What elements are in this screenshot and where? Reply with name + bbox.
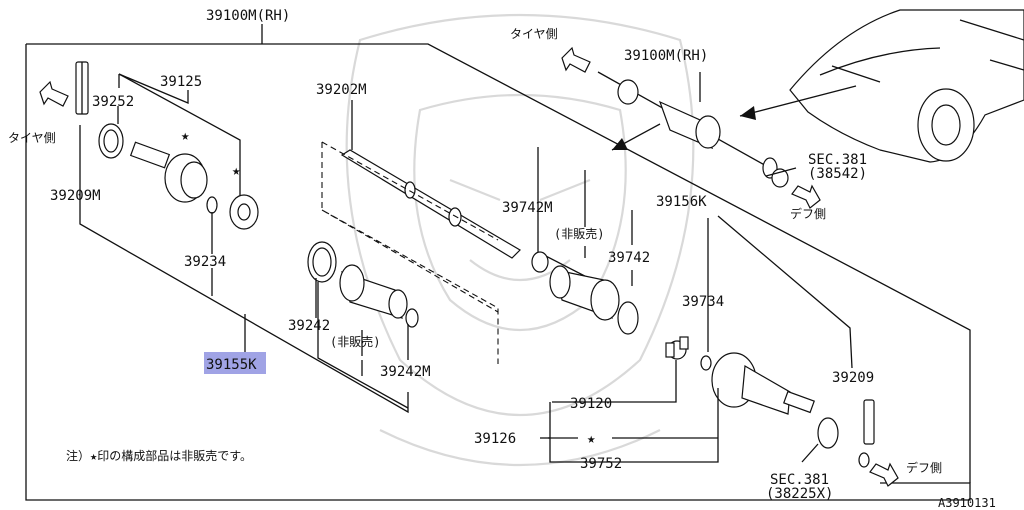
boot-group-left xyxy=(307,241,419,409)
highlight-39155K xyxy=(204,352,266,374)
star-marker-2: ★ xyxy=(232,163,241,179)
part-39125-outer-joint[interactable] xyxy=(129,141,208,203)
bracket-39125 xyxy=(79,73,409,414)
label-39209[interactable]: 39209 xyxy=(832,370,874,386)
label-39125[interactable]: 39125 xyxy=(160,74,202,90)
label-diff-side-top: デフ側 xyxy=(790,206,826,221)
label-39209M[interactable]: 39209M xyxy=(50,188,101,204)
part-39742M-band[interactable] xyxy=(531,251,549,273)
label-not-sold-1: (非販売) xyxy=(330,334,380,349)
label-tire-side-top: タイヤ側 xyxy=(510,27,558,41)
part-39209-shaft[interactable] xyxy=(863,399,875,445)
arrow-tire-side-left-icon xyxy=(39,80,69,107)
label-sec381-bottom[interactable]: SEC.381 xyxy=(770,472,829,488)
part-boot-left[interactable] xyxy=(339,264,408,319)
part-39742-band[interactable] xyxy=(617,301,639,335)
label-39126[interactable]: 39126 xyxy=(474,431,516,447)
label-tire-side-left: タイヤ側 xyxy=(8,131,56,145)
arrow-tire-side-top-icon xyxy=(561,46,591,73)
part-39752-seal[interactable] xyxy=(817,417,839,449)
part-39234-circlip[interactable] xyxy=(206,196,218,214)
vehicle-illustration xyxy=(789,9,1024,163)
label-39156K[interactable]: 39156K xyxy=(656,194,707,210)
label-39742[interactable]: 39742 xyxy=(608,250,650,266)
part-labels: 39100M(RH) 39100M(RH) 39125 39252 39209M… xyxy=(8,8,996,510)
footnote-non-sale: 注）★印の構成部品は非販売です。 xyxy=(66,448,252,463)
watermark-emblem xyxy=(345,13,695,467)
label-39155K[interactable]: 39155K xyxy=(206,357,257,373)
arrow-diff-side-top-icon xyxy=(791,184,821,209)
label-39242M[interactable]: 39242M xyxy=(380,364,431,380)
star-marker-3: ★ xyxy=(587,431,596,447)
label-39742M[interactable]: 39742M xyxy=(502,200,553,216)
label-39100M-RH[interactable]: 39100M(RH) xyxy=(206,8,290,24)
inner-cv-joint-group xyxy=(540,215,875,468)
figure-code: A3910131 xyxy=(938,496,996,510)
label-39252[interactable]: 39252 xyxy=(92,94,134,110)
arrow-diff-side-bottom-icon xyxy=(869,462,899,487)
label-not-sold-2: (非販売) xyxy=(554,226,604,241)
star-marker-1: ★ xyxy=(181,128,190,144)
part-boot-middle[interactable] xyxy=(549,265,620,321)
label-39202M[interactable]: 39202M xyxy=(316,82,367,98)
direction-arrows xyxy=(39,46,899,487)
part-39242M-band[interactable] xyxy=(405,308,419,328)
label-sec381-bottom-code[interactable]: (38225X) xyxy=(766,486,833,502)
label-sec381-top-code[interactable]: (38542) xyxy=(808,166,867,182)
label-39100M-RH-small[interactable]: 39100M(RH) xyxy=(624,48,708,64)
outer-cv-joint-group xyxy=(75,61,259,230)
frame-outline xyxy=(25,24,971,501)
part-39202M-shaft[interactable] xyxy=(340,100,521,259)
label-39734[interactable]: 39734 xyxy=(682,294,724,310)
label-39242[interactable]: 39242 xyxy=(288,318,330,334)
label-39234[interactable]: 39234 xyxy=(184,254,226,270)
leader-lines xyxy=(117,106,797,360)
label-sec381-top[interactable]: SEC.381 xyxy=(808,152,867,168)
part-39734-clip[interactable] xyxy=(700,355,712,371)
dashed-box-non-sale xyxy=(321,141,499,364)
boot-group-middle xyxy=(531,147,639,335)
assembly-illustration xyxy=(597,71,789,188)
label-39752[interactable]: 39752 xyxy=(580,456,622,472)
part-39120-tripod[interactable] xyxy=(665,336,689,360)
part-39126-housing[interactable] xyxy=(711,352,815,415)
part-sec381-38225x-clip[interactable] xyxy=(858,452,870,468)
label-diff-side-bottom: デフ側 xyxy=(906,460,942,475)
label-39120[interactable]: 39120 xyxy=(570,396,612,412)
part-inner-race[interactable] xyxy=(229,194,259,230)
